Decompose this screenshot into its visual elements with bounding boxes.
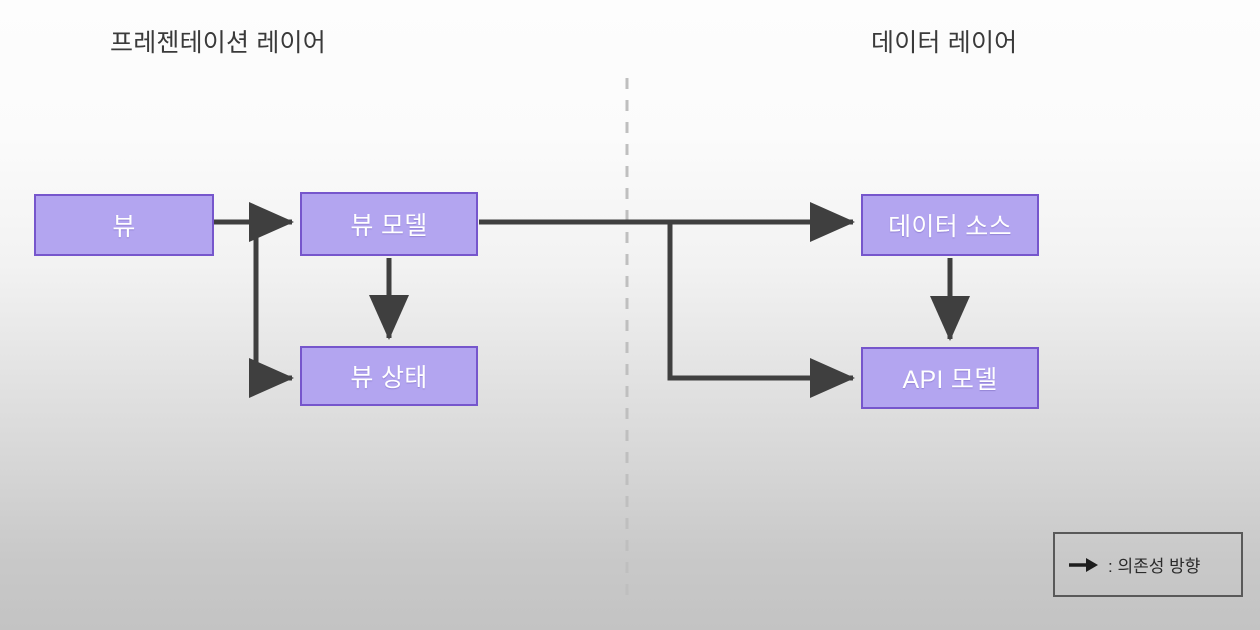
node-data-source[interactable]: 데이터 소스 [861,194,1039,256]
node-data-source-label: 데이터 소스 [888,213,1012,241]
node-view-state-label: 뷰 상태 [350,364,428,392]
layer-title-presentation: 프레젠테이션 레이어 [110,29,326,57]
node-view-state[interactable]: 뷰 상태 [300,346,478,406]
node-api-model[interactable]: API 모델 [861,347,1039,409]
edge-viewmodel-to-apimodel [667,222,855,398]
layer-title-data: 데이터 레이어 [871,29,1018,57]
node-view-label: 뷰 [112,213,136,241]
arrow-right-icon [1069,557,1098,572]
legend-label: : 의존성 방향 [1108,557,1201,576]
node-view[interactable]: 뷰 [34,194,214,256]
legend: : 의존성 방향 [1053,532,1243,597]
node-view-model-label: 뷰 모델 [350,212,428,240]
node-view-model[interactable]: 뷰 모델 [300,192,478,256]
node-api-model-label: API 모델 [902,366,998,394]
edge-view-to-viewstate [248,222,294,398]
